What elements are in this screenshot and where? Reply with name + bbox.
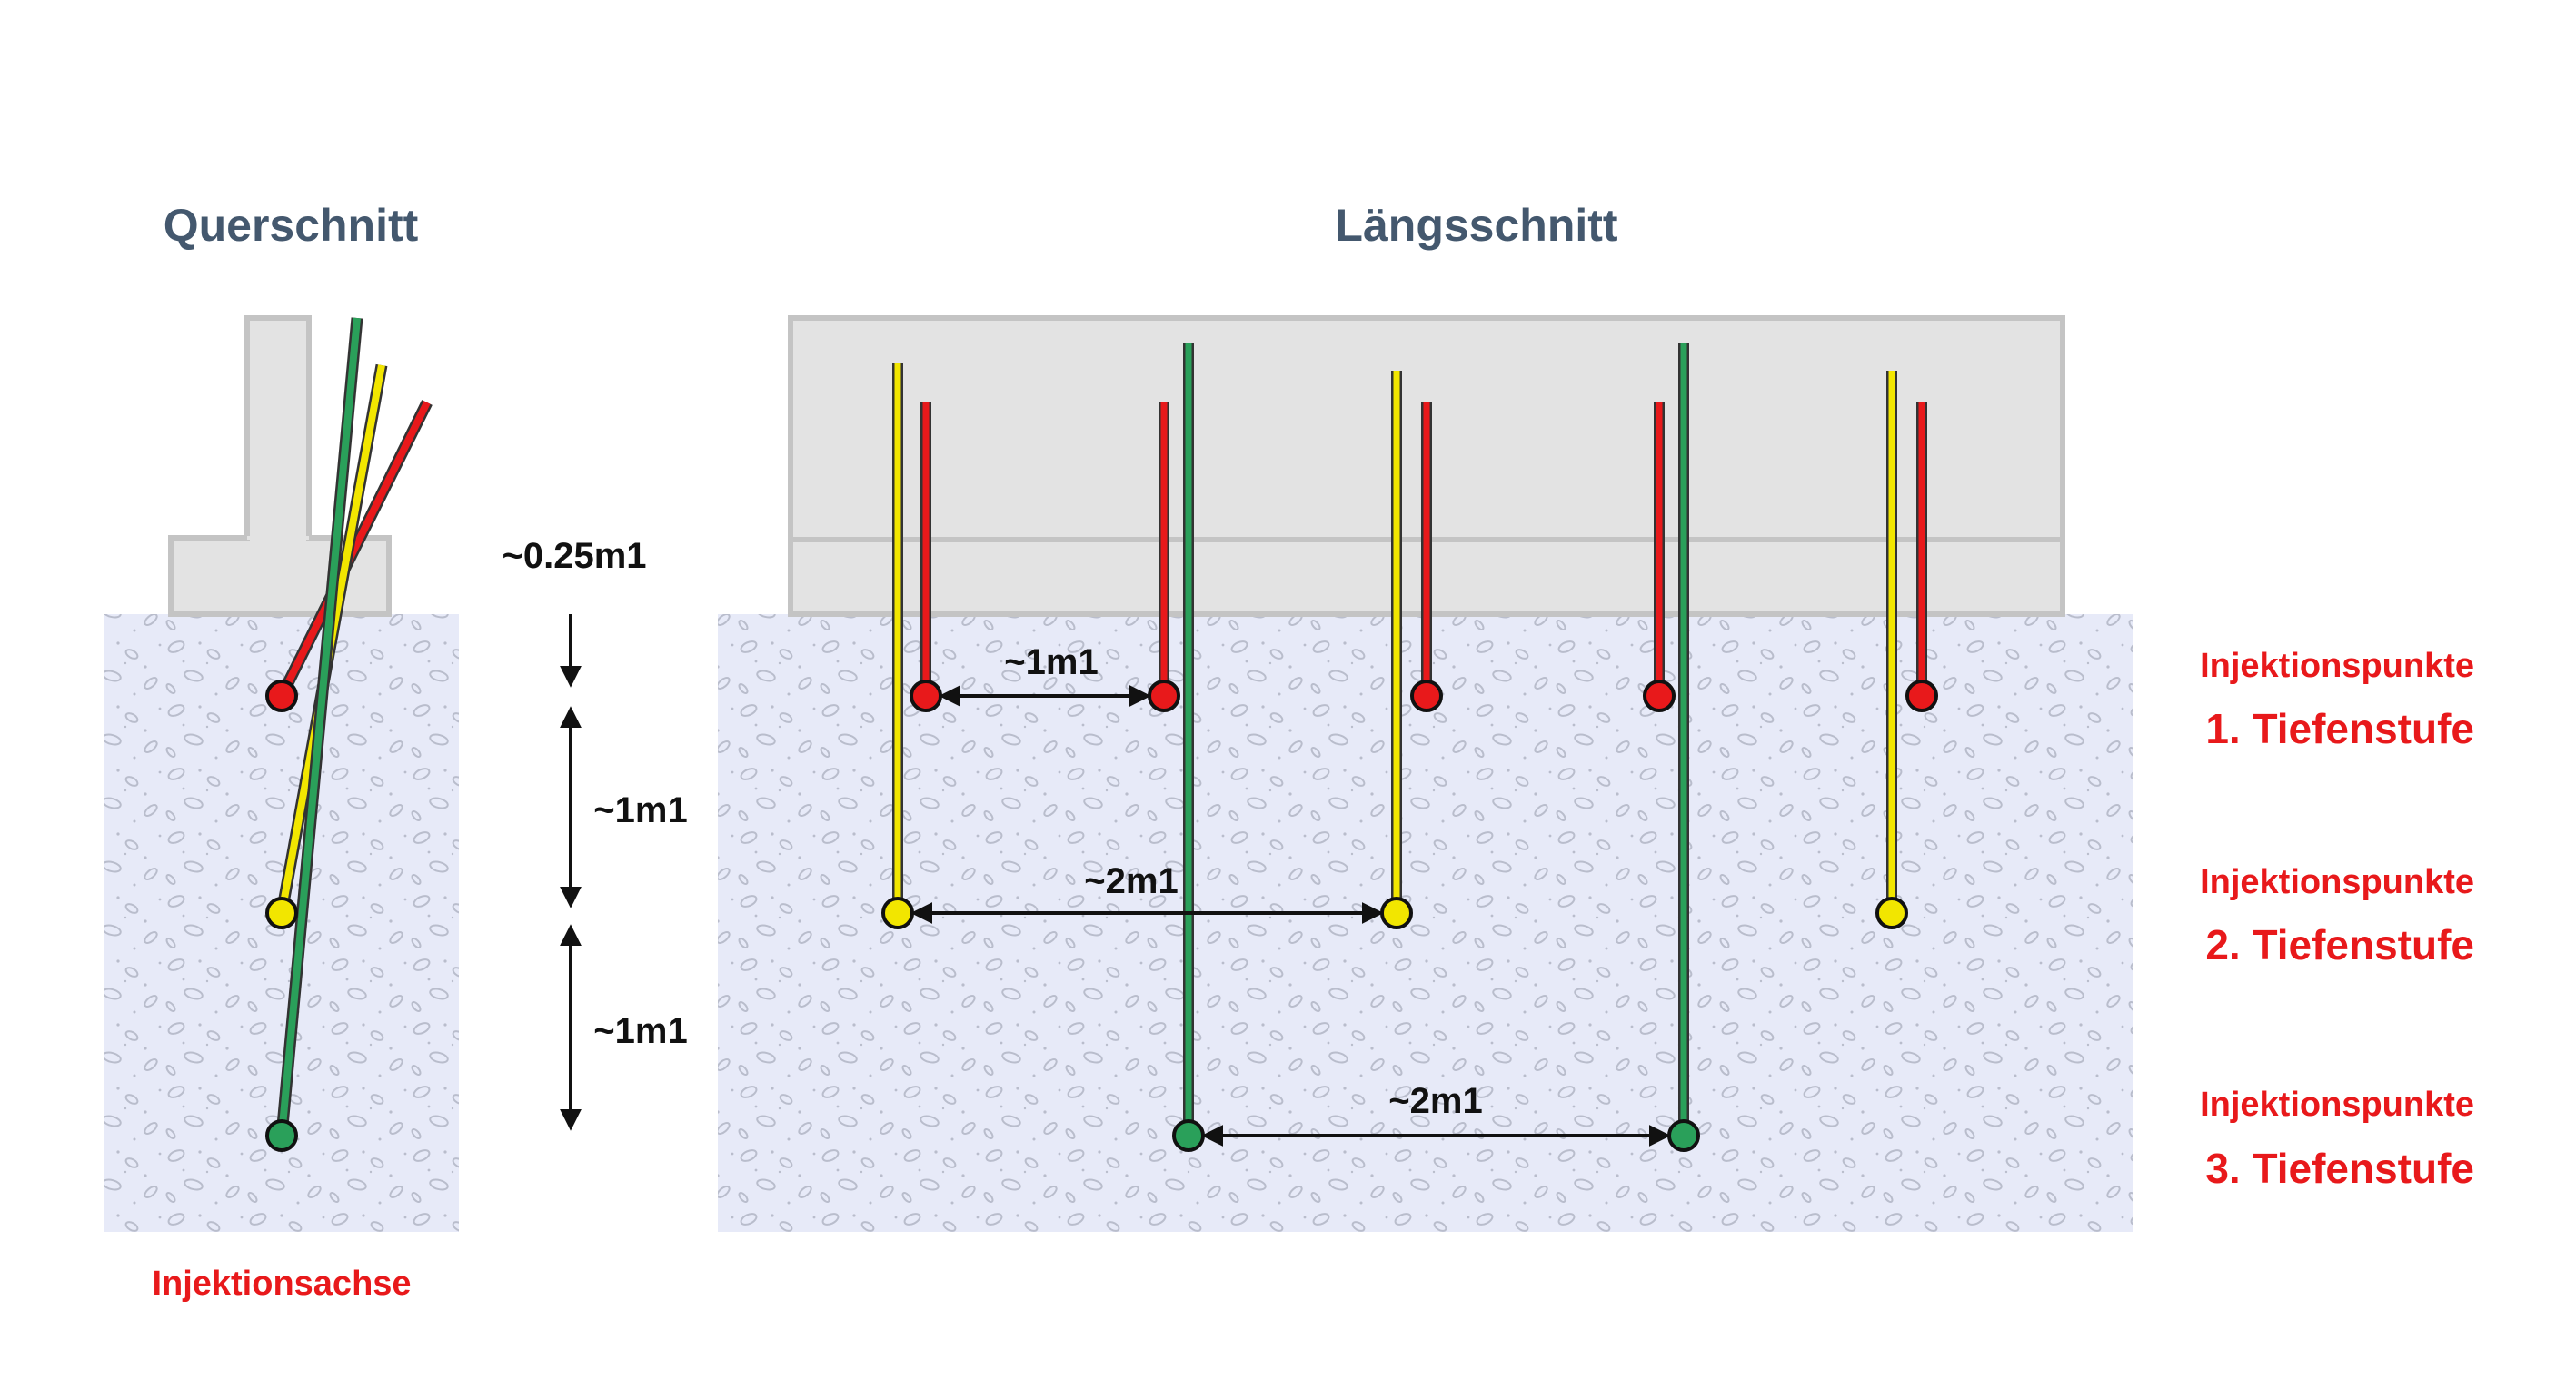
- red-points: [910, 680, 1938, 712]
- vertical-dimensions: ~0.25m1 ~1m1 ~1m1: [502, 536, 688, 1131]
- spacing-level-3-label: ~2m1: [1388, 1081, 1482, 1121]
- cross-point-yellow: [265, 897, 298, 929]
- legend-level-1-line2: 1. Tiefenstufe: [2205, 705, 2474, 752]
- depth-step-1-label: ~1m1: [593, 790, 687, 830]
- green-pipes: [1183, 343, 1689, 1136]
- depth-level-legend: Injektionspunkte 1. Tiefenstufe Injektio…: [2200, 647, 2474, 1192]
- cross-section-title: Querschnitt: [164, 200, 419, 251]
- top-offset-label: ~0.25m1: [502, 536, 646, 576]
- cross-point-red: [265, 680, 298, 712]
- legend-level-3-line1: Injektionspunkte: [2200, 1086, 2474, 1124]
- legend-level-1-line1: Injektionspunkte: [2200, 647, 2474, 685]
- cross-point-green: [265, 1119, 298, 1152]
- legend-level-2-line1: Injektionspunkte: [2200, 863, 2474, 901]
- depth-step-2-label: ~1m1: [593, 1011, 687, 1051]
- spacing-level-1-label: ~1m1: [1004, 642, 1098, 682]
- red-pipes: [920, 402, 1927, 696]
- yellow-points: [881, 897, 1908, 929]
- legend-level-3-line2: 3. Tiefenstufe: [2205, 1145, 2474, 1192]
- green-points: [1172, 1119, 1700, 1152]
- injection-axis-label: Injektionsachse: [152, 1265, 411, 1303]
- spacing-level-2-label: ~2m1: [1084, 861, 1178, 901]
- legend-level-2-line2: 2. Tiefenstufe: [2205, 921, 2474, 968]
- yellow-pipes: [892, 363, 1897, 913]
- longitudinal-section: ~1m1 ~2m1 ~2m1: [718, 315, 2133, 1232]
- longitudinal-title: Längsschnitt: [1335, 200, 1617, 251]
- cross-section: Injektionsachse: [104, 315, 459, 1303]
